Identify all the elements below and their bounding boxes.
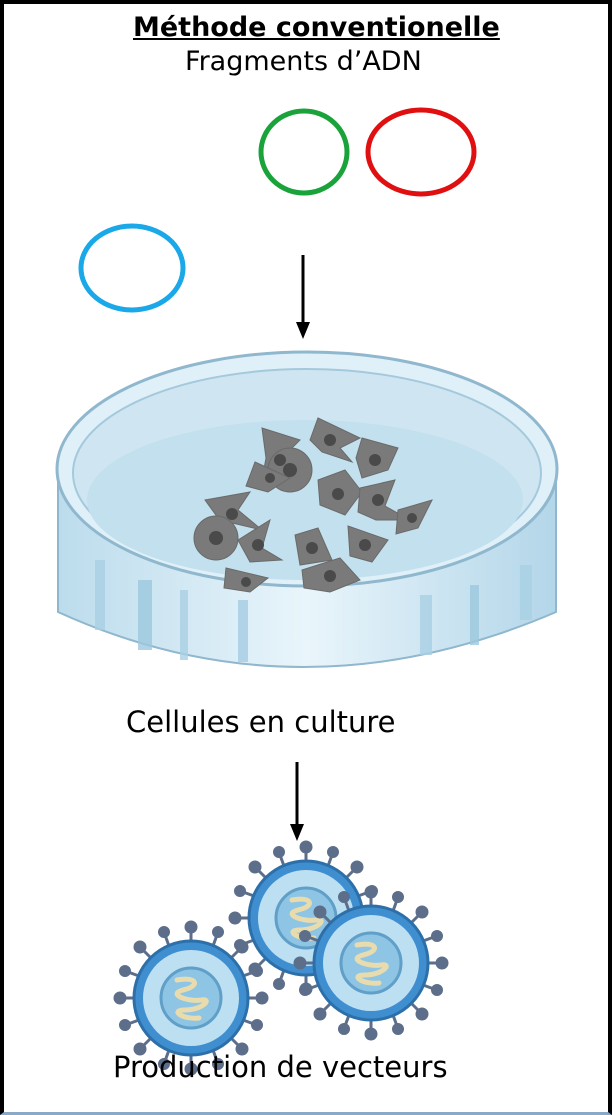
- blue-dna-fragment: [81, 226, 183, 310]
- petri-dish-icon: [57, 352, 557, 667]
- red-dna-fragment: [368, 110, 474, 194]
- production-label: Production de vecteurs: [113, 1050, 448, 1084]
- viral-vector-icon: [295, 887, 447, 1039]
- green-dna-fragment: [261, 111, 347, 193]
- arrow-down-icon: [290, 762, 304, 841]
- arrow-down-icon: [296, 255, 310, 339]
- culture-label: Cellules en culture: [126, 705, 396, 739]
